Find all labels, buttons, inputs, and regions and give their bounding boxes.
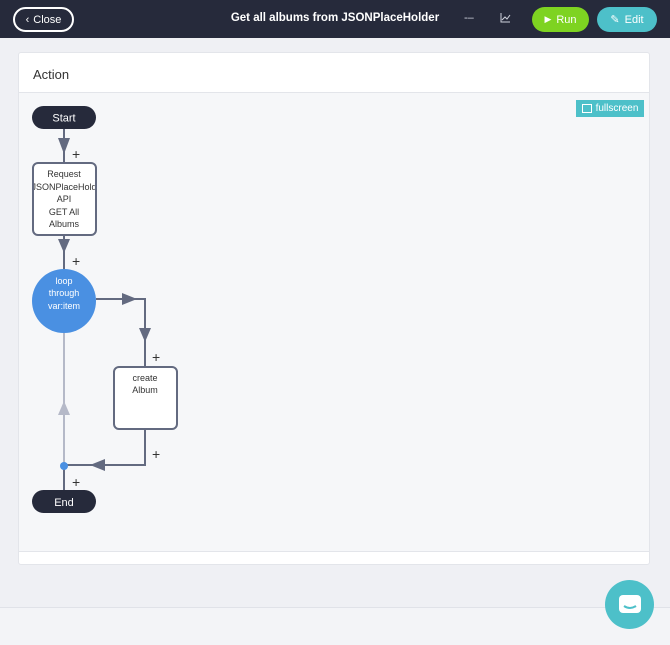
- compress-icon[interactable]: -‒: [464, 12, 474, 24]
- end-node[interactable]: End: [32, 490, 96, 513]
- chat-button[interactable]: [605, 580, 654, 629]
- chart-icon[interactable]: [500, 12, 511, 26]
- add-step-button[interactable]: +: [72, 146, 80, 162]
- arrow-icon: [139, 328, 151, 342]
- svg-text:Album: Album: [132, 385, 158, 395]
- svg-text:Albums: Albums: [49, 219, 80, 229]
- svg-text:End: End: [54, 497, 74, 509]
- svg-text:Start: Start: [52, 113, 75, 125]
- join-node: [60, 462, 68, 470]
- close-button[interactable]: ‹Close: [13, 7, 74, 32]
- card-title: Action: [19, 53, 649, 93]
- svg-text:JSONPlaceHold: JSONPlaceHold: [31, 182, 96, 192]
- play-icon: ▶: [544, 14, 552, 24]
- run-button[interactable]: ▶Run: [532, 7, 589, 32]
- flow-canvas[interactable]: fullscreen: [19, 93, 649, 552]
- add-step-button[interactable]: +: [152, 349, 160, 365]
- start-node[interactable]: Start: [32, 106, 96, 129]
- arrow-icon: [90, 459, 105, 471]
- fullscreen-button[interactable]: fullscreen: [576, 100, 644, 117]
- create-album-node[interactable]: create Album: [113, 366, 178, 430]
- chevron-left-icon: ‹: [25, 13, 30, 26]
- arrow-icon: [58, 138, 70, 154]
- svg-text:var:item: var:item: [48, 301, 80, 311]
- action-card: Action fullscreen: [18, 52, 650, 565]
- svg-text:Request: Request: [47, 169, 81, 179]
- pencil-icon: ✎: [610, 14, 620, 26]
- add-step-button[interactable]: +: [152, 446, 160, 462]
- arrow-icon: [58, 239, 70, 253]
- request-node[interactable]: Request JSONPlaceHold API GET All Albums: [31, 162, 97, 236]
- svg-text:create: create: [132, 373, 157, 383]
- top-bar: ‹Close Get all albums from JSONPlaceHold…: [0, 0, 670, 38]
- svg-text:loop: loop: [55, 276, 72, 286]
- loop-node[interactable]: loop through var:item: [32, 269, 96, 333]
- chat-icon: [618, 594, 641, 613]
- edge-loop-create: [96, 298, 146, 367]
- svg-text:through: through: [49, 288, 80, 298]
- edit-button[interactable]: ✎Edit: [597, 7, 657, 32]
- footer: [0, 607, 670, 645]
- add-step-button[interactable]: +: [72, 253, 80, 269]
- svg-text:API: API: [57, 194, 72, 204]
- svg-text:GET All: GET All: [49, 207, 79, 217]
- fullscreen-icon: [581, 104, 592, 113]
- add-step-button[interactable]: +: [72, 474, 80, 490]
- arrow-icon: [58, 401, 70, 415]
- arrow-icon: [122, 293, 137, 305]
